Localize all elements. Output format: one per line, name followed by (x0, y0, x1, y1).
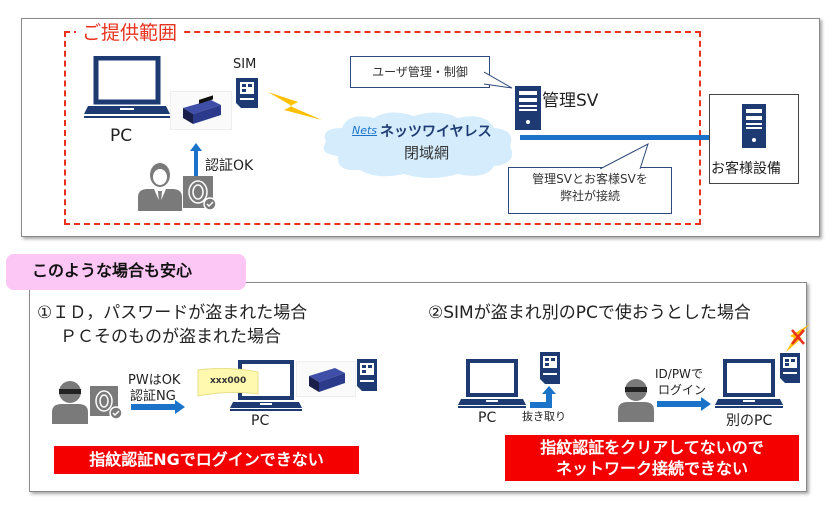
customer-equipment-label: お客様設備 (711, 161, 781, 177)
management-server-icon (515, 86, 541, 130)
case2-arrow-line2: ログイン (658, 383, 707, 397)
pc-label: PC (110, 126, 133, 146)
case2-title: ②SIMが盗まれ別のPCで使おうとした場合 (428, 303, 751, 323)
case1-title-line1: ①ＩＤ，パスワードが盗まれた場合 (37, 303, 308, 323)
case1-result-banner: 指紋認証NGでログインできない (54, 446, 359, 474)
case2-laptop-icon (456, 359, 528, 409)
case1-title-line2: ＰＣそのものが盗まれた場合 (60, 327, 281, 347)
case1-fingerprint-device-icon (296, 361, 356, 397)
case1-arrow-line2: 認証NG (130, 389, 176, 404)
case2-result-banner: 指紋認証をクリアしてないので ネットワーク接続できない (505, 435, 799, 481)
scenarios-tab-label: このような場合も安心 (32, 261, 193, 280)
sim-card-icon (236, 78, 258, 108)
callout-connection-line1: 管理SVとお客様SVを (532, 172, 648, 186)
scenarios-tab: このような場合も安心 (6, 254, 246, 290)
case1-pc-label: PC (251, 413, 270, 429)
user-person-icon (138, 163, 182, 211)
scope-boundary (64, 31, 701, 225)
case1-fingerprint-icon (90, 386, 124, 420)
callout-user-management-text: ユーザ管理・制御 (372, 65, 468, 79)
case1-right-arrow-icon (131, 400, 185, 414)
auth-up-arrow-icon (190, 143, 202, 177)
blocked-signal-icon (784, 324, 812, 352)
customer-server-icon (742, 104, 766, 148)
auth-ok-label: 認証OK (205, 158, 254, 174)
connection-line (520, 135, 712, 140)
extract-arrow-icon (530, 386, 556, 408)
closed-network-cloud (318, 108, 518, 180)
fingerprint-icon (183, 176, 217, 211)
case1-sim-icon (357, 359, 377, 391)
thief-icon (52, 380, 88, 424)
case1-arrow-line1: PWはOK (128, 373, 181, 388)
network-sub-label: 閉域網 (404, 144, 450, 162)
laptop-icon (82, 56, 172, 118)
callout-pointer (484, 70, 514, 90)
sticky-note (196, 368, 260, 398)
case2-result-line2: ネットワーク接続できない (555, 459, 748, 478)
callout-connection: 管理SVとお客様SVを 弊社が接続 (508, 167, 672, 214)
network-name: ネッツワイヤレス (380, 124, 492, 140)
management-server-label: 管理SV (542, 91, 599, 111)
callout-connection-line2: 弊社が接続 (559, 189, 620, 203)
case2-thief-icon (618, 378, 654, 422)
case2-arrow-line1: ID/PWで (655, 367, 703, 381)
case2-sim-icon (540, 352, 560, 384)
callout-user-management: ユーザ管理・制御 (350, 56, 490, 88)
case2-right-arrow-icon (657, 397, 711, 411)
extract-label: 抜き取り (522, 410, 566, 423)
fingerprint-reader-device-icon (170, 91, 232, 130)
sim-label: SIM (233, 57, 257, 72)
case2-pc-label: PC (478, 410, 497, 426)
network-brand-logo: Nets (352, 124, 378, 137)
case2-result-line1: 指紋認証をクリアしてないので (540, 438, 764, 457)
callout-connection-pointer (600, 142, 650, 169)
wireless-lightning-icon (268, 90, 324, 122)
other-pc-sim-icon (780, 353, 800, 383)
scope-label: ご提供範囲 (76, 22, 184, 44)
case1-result-text: 指紋認証NGでログインできない (89, 450, 324, 469)
other-pc-label: 別のPC (726, 413, 773, 429)
sticky-note-text: xxx000 (210, 376, 247, 386)
other-laptop-icon (713, 359, 785, 409)
